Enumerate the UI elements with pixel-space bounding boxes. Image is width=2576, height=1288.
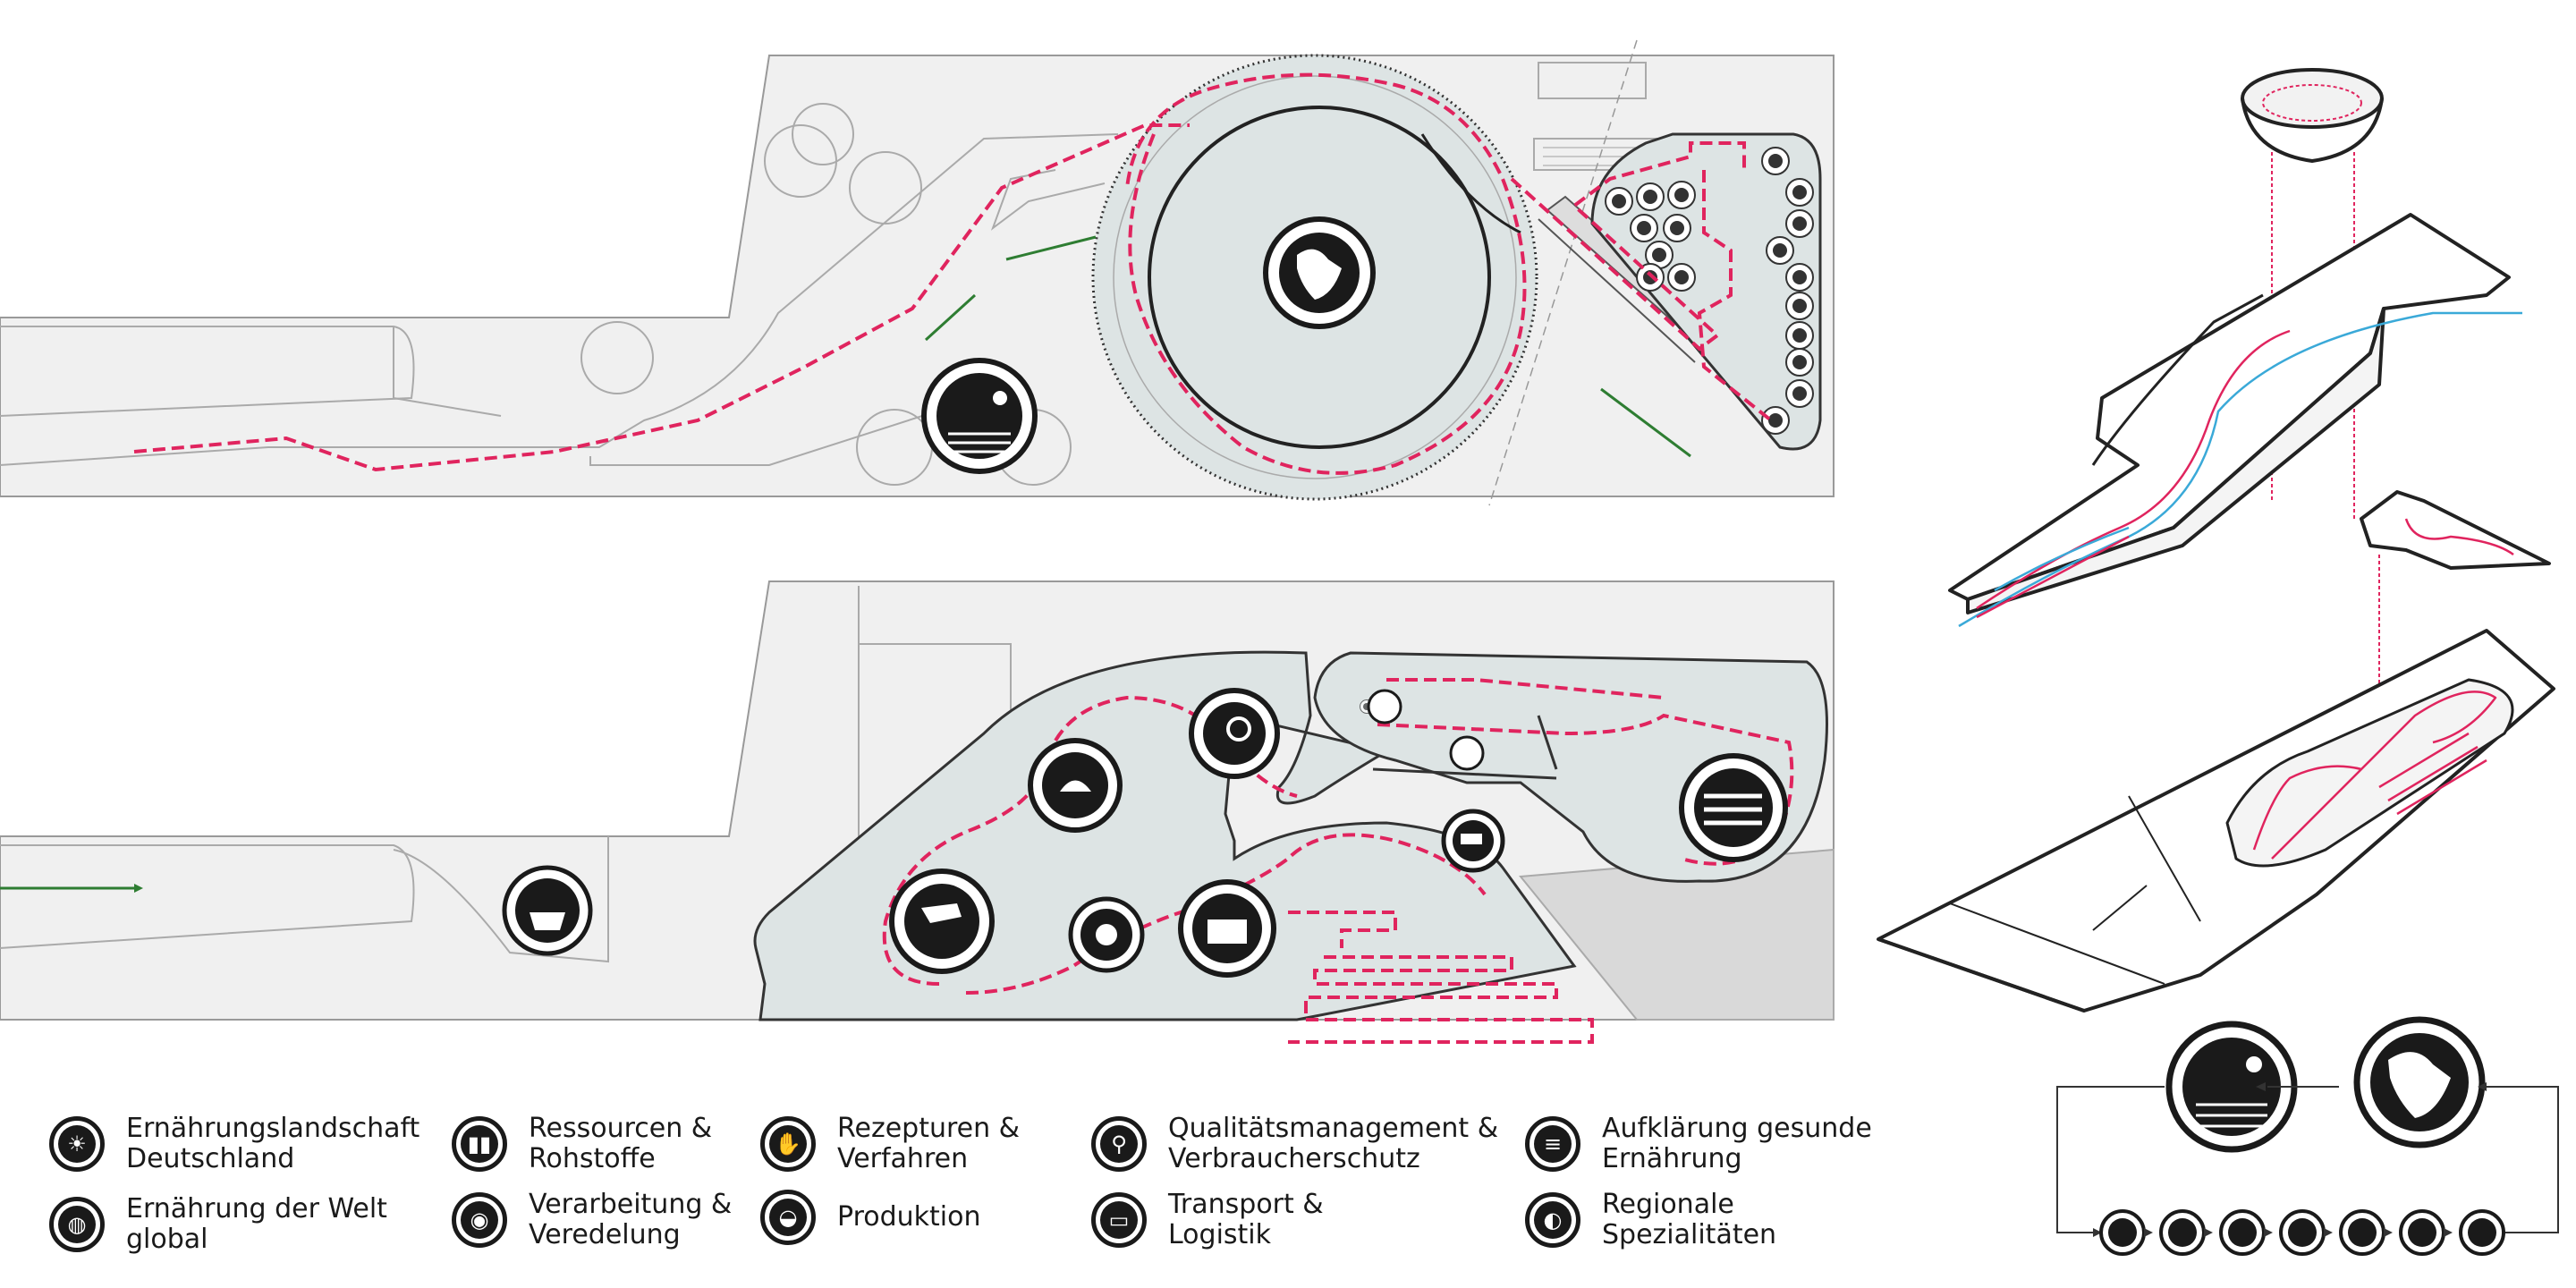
- cycle-globe-icon: [2353, 1016, 2486, 1148]
- legend-label: Ressourcen & Rohstoffe: [529, 1113, 713, 1174]
- cycle-hand-seeds-icon: [2219, 1209, 2266, 1256]
- legend-label: Aufklärung gesunde Ernährung: [1602, 1113, 1872, 1174]
- cycle-regional-bread-icon: [2459, 1209, 2505, 1256]
- magnifier-icon: ⚲: [1091, 1116, 1147, 1172]
- green-arrows-upper: [924, 235, 1691, 458]
- cycle-silos-icon: [2099, 1209, 2146, 1256]
- legend-item-world: ◍ Ernährung der Welt global: [49, 1194, 387, 1255]
- cycle-farmland-icon: [2165, 1021, 2298, 1153]
- legend-label: Produktion: [837, 1201, 981, 1233]
- food-display-icon: [1679, 753, 1788, 862]
- globe-icon: ◍: [49, 1197, 105, 1252]
- upper-floor-plan: [0, 39, 1835, 506]
- cycle-diagram: [2056, 1016, 2559, 1256]
- legend-item-quality: ⚲ Qualitätsmanagement & Verbraucherschut…: [1091, 1114, 1498, 1174]
- upper-exhibition-zone: [1590, 132, 1822, 451]
- cycle-processing-icon: [2159, 1209, 2206, 1256]
- truck-icon: [1441, 809, 1505, 873]
- hand-seeds-icon: ✋: [760, 1116, 816, 1172]
- legend-label: Ernährung der Welt global: [126, 1193, 387, 1255]
- legend-item-farmland: ☀ Ernährungslandschaft Deutschland: [49, 1114, 419, 1174]
- legend-label: Rezepturen & Verfahren: [837, 1113, 1021, 1174]
- legend-label: Qualitätsmanagement & Verbraucherschutz: [1168, 1113, 1499, 1174]
- lower-floor-plan: [0, 580, 1835, 1044]
- cycle-basket-icon: [2399, 1209, 2445, 1256]
- legend-item-transport: ▭ Transport & Logistik: [1091, 1190, 1324, 1250]
- legend-label: Verarbeitung & Veredelung: [529, 1189, 733, 1250]
- legend-label: Regionale Spezialitäten: [1602, 1189, 1777, 1250]
- silos-icon: [1178, 879, 1276, 978]
- magnifier-icon: [1189, 688, 1280, 779]
- food-display-icon: ≡: [1525, 1116, 1580, 1172]
- processing-icon: ◉: [452, 1192, 507, 1248]
- legend-label: Transport & Logistik: [1168, 1189, 1324, 1250]
- legend-item-resources: ▮▮ Ressourcen & Rohstoffe: [452, 1114, 712, 1174]
- bread-oven-icon: ◒: [760, 1190, 816, 1245]
- axo-small-slab: [2360, 490, 2551, 570]
- cycle-truck-icon: [2339, 1209, 2385, 1256]
- legend-item-processing: ◉ Verarbeitung & Veredelung: [452, 1190, 732, 1250]
- farmland-sun-icon: [921, 358, 1038, 474]
- farmland-sun-icon: ☀: [49, 1116, 105, 1172]
- legend-item-regional: ◐ Regionale Spezialitäten: [1525, 1190, 1776, 1250]
- regional-bread-icon: ◐: [1525, 1192, 1580, 1248]
- bread-oven-icon: [1028, 738, 1123, 833]
- globe-icon: [1263, 216, 1376, 329]
- regional-bread-icon: [1367, 689, 1485, 771]
- hand-seeds-icon: [889, 869, 995, 974]
- upper-plan-outline: [0, 55, 1835, 497]
- regional-basket-icon: [502, 865, 593, 956]
- cycle-bread-oven-icon: [2279, 1209, 2326, 1256]
- legend-item-production: ◒ Produktion: [760, 1190, 981, 1245]
- legend-item-recipes: ✋ Rezepturen & Verfahren: [760, 1114, 1020, 1174]
- upper-visitor-route: [133, 123, 1190, 472]
- legend-item-education: ≡ Aufklärung gesunde Ernährung: [1525, 1114, 1872, 1174]
- axonometric-view: [1877, 68, 2555, 1013]
- silos-icon: ▮▮: [452, 1116, 507, 1172]
- truck-icon: ▭: [1091, 1192, 1147, 1248]
- processing-icon: [1068, 896, 1145, 973]
- legend-label: Ernährungslandschaft Deutschland: [126, 1113, 420, 1174]
- cycle-step-icons: [2099, 1209, 2505, 1256]
